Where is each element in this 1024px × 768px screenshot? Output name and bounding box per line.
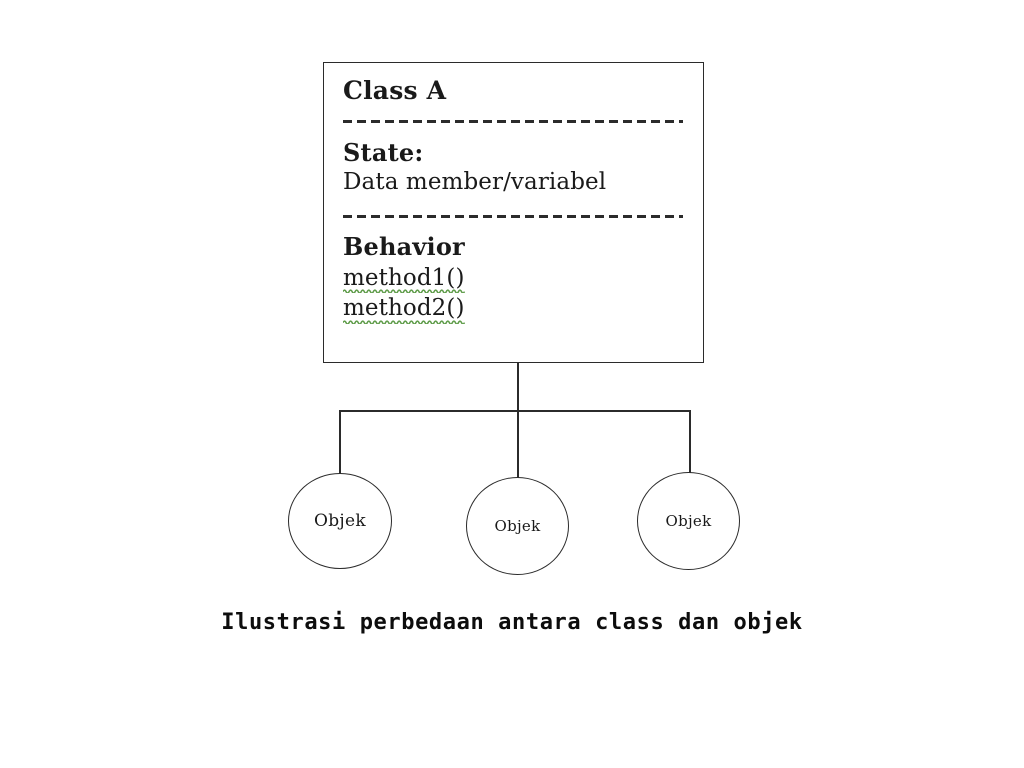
class-separator-2 (343, 214, 683, 218)
class-box-content: Class A State: Data member/variabel Beha… (343, 76, 693, 324)
connector-bus (340, 410, 691, 412)
object-circle-2-label: Objek (494, 516, 541, 535)
state-value: Data member/variabel (343, 169, 607, 196)
class-name: Class A (343, 76, 447, 105)
method-2-label: method2() (343, 295, 465, 322)
class-separator-1 (343, 120, 683, 124)
connector-drop-3 (689, 410, 691, 473)
object-circle-2: Objek (466, 477, 569, 575)
spellcheck-squiggle-icon (343, 288, 465, 294)
method-line-1: method1() (343, 264, 693, 294)
method-line-2: method2() (343, 295, 693, 324)
behavior-heading: Behavior (343, 231, 465, 261)
spellcheck-squiggle-icon (343, 319, 465, 324)
object-circle-3: Objek (637, 472, 740, 570)
method-1-label: method1() (343, 264, 465, 291)
connector-drop-2 (517, 410, 519, 478)
method-1: method1() (343, 264, 465, 294)
class-box: Class A State: Data member/variabel Beha… (323, 62, 704, 363)
connector-drop-1 (339, 410, 341, 474)
method-2: method2() (343, 295, 465, 324)
spacer (343, 196, 693, 215)
object-circle-1-label: Objek (314, 510, 366, 531)
connector-stem (517, 363, 519, 412)
object-circle-3-label: Objek (665, 511, 712, 530)
state-heading: State: (343, 138, 424, 168)
object-circle-1: Objek (288, 473, 392, 569)
spacer (343, 104, 693, 120)
diagram-caption: Ilustrasi perbedaan antara class dan obj… (221, 610, 803, 635)
